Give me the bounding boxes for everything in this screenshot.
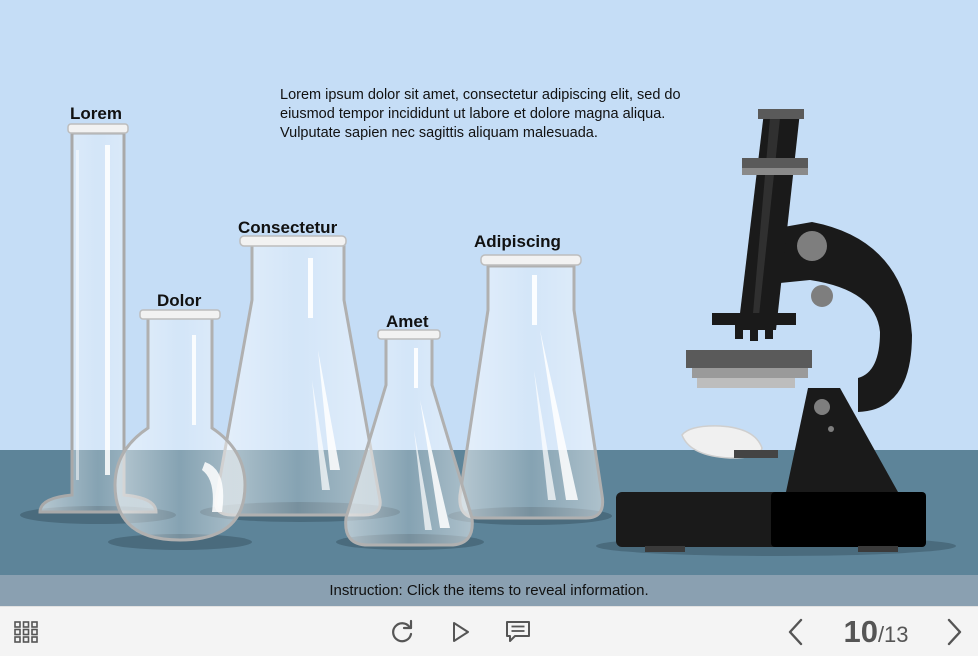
grid-menu-icon [14, 621, 38, 643]
item-label-consectetur[interactable]: Consectetur [238, 218, 338, 237]
info-text: Lorem ipsum dolor sit amet, consectetur … [280, 87, 681, 141]
item-label-dolor[interactable]: Dolor [157, 291, 202, 310]
chevron-right-icon [947, 618, 962, 646]
replay-button[interactable] [384, 607, 420, 656]
replay-icon [392, 619, 413, 643]
slide-stage: Lorem Dolor Consectetur Amet Adipiscing … [0, 0, 978, 575]
lab-scene [0, 0, 978, 575]
instruction-bar: Instruction: Click the items to reveal i… [0, 575, 978, 606]
grid-menu-button[interactable] [6, 607, 46, 656]
page-counter: 10 /13 [836, 607, 916, 656]
previous-slide-button[interactable] [778, 607, 814, 656]
notes-icon [506, 621, 530, 642]
notes-button[interactable] [500, 607, 536, 656]
microscope-icon[interactable] [616, 109, 926, 552]
play-icon [453, 622, 469, 642]
chevron-left-icon [788, 618, 803, 646]
shadow [108, 534, 252, 550]
item-label-lorem[interactable]: Lorem [70, 104, 122, 123]
instruction-text: Instruction: Click the items to reveal i… [329, 582, 649, 599]
page-current: 10 [843, 614, 878, 649]
erlenmeyer-flask-icon[interactable] [458, 254, 605, 520]
next-slide-button[interactable] [936, 607, 972, 656]
round-bottom-flask-icon[interactable] [113, 309, 247, 542]
page-total: /13 [877, 622, 909, 647]
item-label-amet[interactable]: Amet [386, 312, 429, 331]
item-label-adipiscing[interactable]: Adipiscing [474, 232, 561, 251]
play-button[interactable] [443, 607, 479, 656]
erlenmeyer-flask-icon[interactable] [344, 329, 474, 547]
player-toolbar: 10 /13 [0, 606, 978, 656]
